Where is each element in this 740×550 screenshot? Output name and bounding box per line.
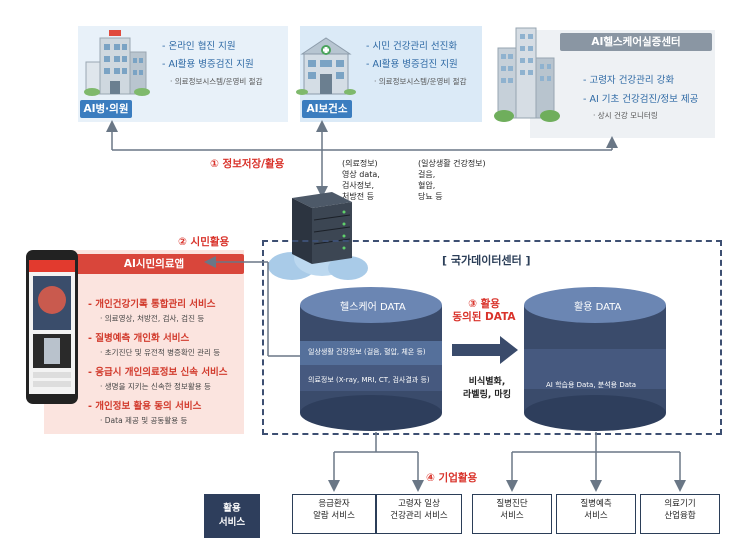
usage-db-title: 활용 DATA (574, 302, 622, 313)
hospital-sub: · 의료정보시스템/운영비 절감 (170, 77, 263, 86)
healthcare-db-row1: 일상생활 건강정보 (걸음, 혈압, 체온 등) (308, 348, 426, 356)
usage-db-cylinder (524, 287, 666, 431)
national-data-center-title: [ 국가데이터센터 ] (442, 254, 531, 267)
app-service-detail: · Data 제공 및 공동활용 등 (100, 416, 188, 425)
public-center-bullet-1: - 시민 건강관리 선진화 (366, 41, 458, 52)
step-citizen-label: ② 시민활용 (178, 236, 230, 248)
healthcare-db-row2: 의료정보 (X-ray, MRI, CT, 검사결과 등) (308, 376, 430, 384)
public-center-bullet-2: - AI활용 병증검진 지원 (366, 59, 458, 70)
public-center-building-icon (296, 37, 356, 95)
app-service-item: - 개인건강기록 통합관리 서비스 (88, 299, 216, 310)
city-buildings-icon (494, 27, 560, 122)
server-cloud-icon (268, 192, 368, 280)
app-service-item: - 질병예측 개인화 서비스 (88, 333, 190, 344)
care-center-sub: · 상시 건강 모니터링 (593, 111, 658, 120)
app-service-item: - 응급시 개인의료정보 신속 서비스 (88, 367, 228, 378)
public-center-sub: · 의료정보시스템/운영비 절감 (374, 77, 467, 86)
care-center-tag: AI헬스케어실증센터 (560, 33, 712, 51)
daily-info-label: (일상생활 건강정보) 걸음, 혈압, 당뇨 등 (418, 159, 486, 201)
app-service-detail: · 의료영상, 처방전, 검사, 검진 등 (100, 314, 205, 323)
service-diagnosis: 질병진단 서비스 (472, 494, 552, 534)
step-store-label: ① 정보저장/활용 (210, 158, 285, 170)
usage-db-row2: AI 학습용 Data, 분석용 Data (546, 381, 637, 389)
hospital-bullet-2: - AI활용 병증검진 지원 (162, 59, 254, 70)
app-service-detail: · 초기진단 및 유전적 병증확인 관리 등 (100, 348, 221, 357)
hospital-bullet-1: - 온라인 협진 지원 (162, 41, 236, 52)
medical-info-label: (의료정보) 영상 data, 검사정보, 처방전 등 (342, 159, 380, 201)
smartphone-icon (26, 250, 78, 404)
services-label: 활용 서비스 (204, 494, 260, 538)
healthcare-db-title: 헬스케어 DATA (340, 302, 406, 313)
app-tag: AI시민의료앱 (64, 254, 244, 274)
service-prediction: 질병예측 서비스 (556, 494, 636, 534)
step-enterprise-label: ④ 기업활용 (426, 472, 478, 484)
app-service-detail: · 생명을 지키는 신속한 정보활용 등 (100, 382, 211, 391)
step-consent-label: ③ 활용 동의된 DATA (452, 298, 516, 323)
care-center-bullet-1: - 고령자 건강관리 강화 (583, 75, 675, 86)
public-center-tag: AI보건소 (302, 100, 352, 118)
hospital-tag: AI병·의원 (80, 100, 132, 118)
app-service-item: - 개인정보 활용 동의 서비스 (88, 401, 202, 412)
national-data-center-frame (262, 240, 722, 435)
consent-arrow (452, 336, 518, 364)
hospital-building-icon (84, 30, 150, 96)
process-label: 비식별화, 라벨링, 마킹 (463, 377, 511, 400)
service-elderly-care: 고령자 일상 건강관리 서비스 (376, 494, 462, 534)
service-emergency-alarm: 응급환자 알람 서비스 (292, 494, 376, 534)
healthcare-db-cylinder (300, 287, 442, 431)
service-medical-device: 의료기기 산업융합 (640, 494, 720, 534)
care-center-bullet-2: - AI 기초 건강검진/정보 제공 (583, 94, 699, 105)
